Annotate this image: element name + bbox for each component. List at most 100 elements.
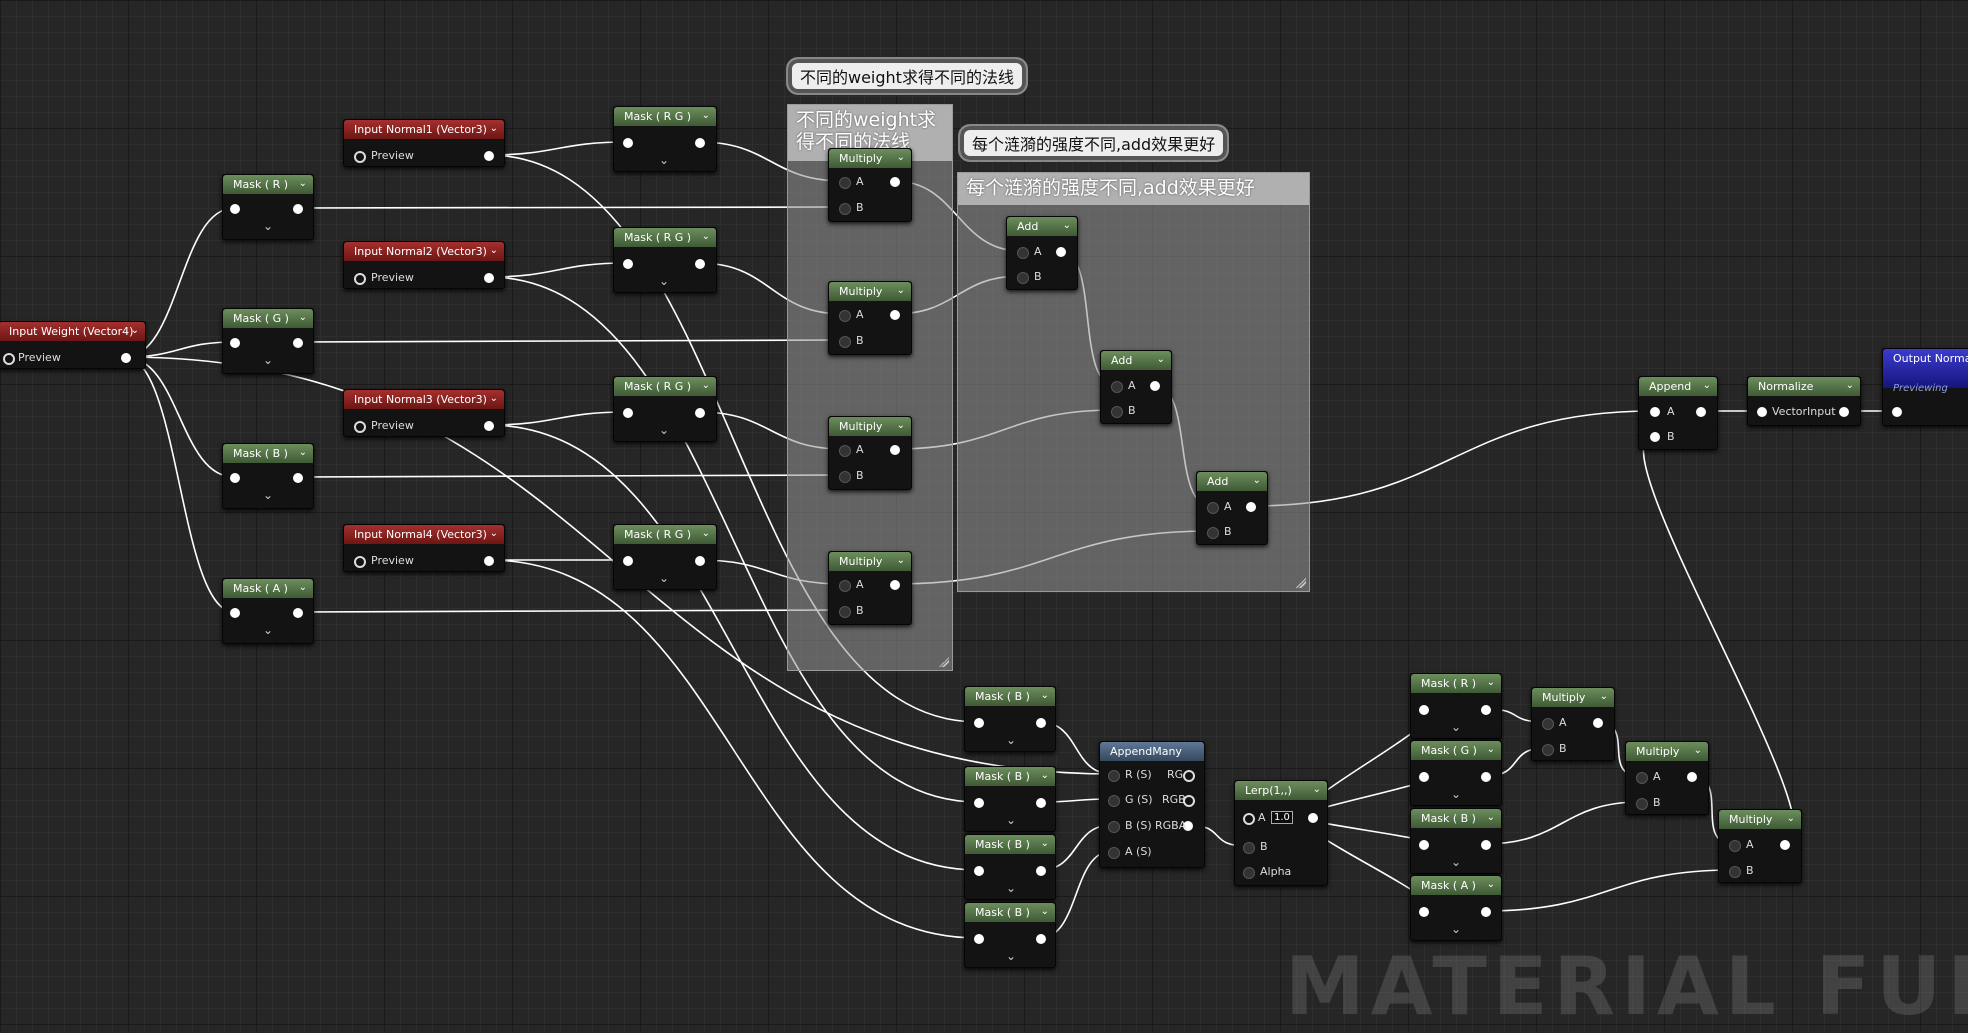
chevron-down-icon[interactable]: ⌄ <box>1845 380 1854 391</box>
output-pin[interactable] <box>623 556 633 566</box>
expand-chevron-icon[interactable]: ⌄ <box>1451 787 1462 801</box>
output-pin[interactable] <box>230 338 240 348</box>
output-pin[interactable] <box>695 259 705 269</box>
add-node-2-header[interactable]: Add⌄ <box>1197 472 1267 491</box>
input-pin[interactable] <box>1108 847 1120 859</box>
output-pin[interactable] <box>695 408 705 418</box>
chevron-down-icon[interactable]: ⌄ <box>1486 879 1495 890</box>
output-pin[interactable] <box>695 138 705 148</box>
input-pin[interactable] <box>1243 813 1255 825</box>
expand-chevron-icon[interactable]: ⌄ <box>1006 949 1017 963</box>
mask-node-rg-3[interactable]: Mask ( R G )⌄⌄ <box>613 524 717 590</box>
output-pin[interactable] <box>1308 813 1318 823</box>
mask-node-rg-1[interactable]: Mask ( R G )⌄⌄ <box>613 227 717 293</box>
output-pin[interactable] <box>1419 907 1429 917</box>
output-pin[interactable] <box>1481 772 1491 782</box>
input-pin[interactable] <box>1207 502 1219 514</box>
chevron-down-icon[interactable]: ⌄ <box>298 447 307 458</box>
output-pin[interactable] <box>1246 502 1256 512</box>
chevron-down-icon[interactable]: ⌄ <box>1156 354 1165 365</box>
mask-node-lerp-1-header[interactable]: Mask ( G )⌄ <box>1411 741 1501 760</box>
chevron-down-icon[interactable]: ⌄ <box>1252 475 1261 486</box>
chevron-down-icon[interactable]: ⌄ <box>1062 220 1071 231</box>
input-pin[interactable] <box>1542 744 1554 756</box>
chevron-down-icon[interactable]: ⌄ <box>1693 745 1702 756</box>
chevron-down-icon[interactable]: ⌄ <box>701 110 710 121</box>
output-pin[interactable] <box>695 556 705 566</box>
mask-node-weight-0-header[interactable]: Mask ( R )⌄ <box>223 175 313 194</box>
wire[interactable] <box>1484 801 1641 845</box>
output-pin[interactable] <box>293 473 303 483</box>
mask-node-rg-3-header[interactable]: Mask ( R G )⌄ <box>614 525 716 544</box>
output-pin[interactable] <box>1036 718 1046 728</box>
output-pin[interactable] <box>1839 407 1849 417</box>
chevron-down-icon[interactable]: ⌄ <box>896 152 905 163</box>
mask-node-b-3-header[interactable]: Mask ( B )⌄ <box>965 903 1055 922</box>
output-pin[interactable] <box>293 204 303 214</box>
input-pin[interactable] <box>1183 770 1195 782</box>
output-pin[interactable] <box>1481 840 1491 850</box>
output-pin[interactable] <box>1892 407 1902 417</box>
mask-node-weight-3-header[interactable]: Mask ( A )⌄ <box>223 579 313 598</box>
output-pin[interactable] <box>1150 381 1160 391</box>
chevron-down-icon[interactable]: ⌄ <box>1486 677 1495 688</box>
output-pin[interactable] <box>1183 821 1193 831</box>
chevron-down-icon[interactable]: ⌄ <box>701 231 710 242</box>
input-pin[interactable] <box>839 471 851 483</box>
multiply-node-3-header[interactable]: Multiply⌄ <box>829 552 911 571</box>
input-normal-node-2[interactable]: Input Normal3 (Vector3)⌄Preview <box>343 389 505 437</box>
chevron-down-icon[interactable]: ⌄ <box>1040 770 1049 781</box>
input-pin[interactable] <box>839 203 851 215</box>
expand-chevron-icon[interactable]: ⌄ <box>263 219 274 233</box>
mask-node-b-1[interactable]: Mask ( B )⌄⌄ <box>964 766 1056 832</box>
output-pin[interactable] <box>230 608 240 618</box>
chevron-down-icon[interactable]: ⌄ <box>130 325 139 336</box>
chevron-down-icon[interactable]: ⌄ <box>489 245 498 256</box>
chevron-down-icon[interactable]: ⌄ <box>1599 691 1608 702</box>
output-pin[interactable] <box>890 445 900 455</box>
output-pin[interactable] <box>1650 432 1660 442</box>
input-pin[interactable] <box>1243 842 1255 854</box>
chevron-down-icon[interactable]: ⌄ <box>1786 813 1795 824</box>
output-pin[interactable] <box>623 138 633 148</box>
wire[interactable] <box>124 356 235 478</box>
input-pin[interactable] <box>354 273 366 285</box>
input-pin[interactable] <box>1017 272 1029 284</box>
output-pin[interactable] <box>974 866 984 876</box>
lerp-a-value[interactable]: 1.0 <box>1271 811 1293 824</box>
mask-node-b-2[interactable]: Mask ( B )⌄⌄ <box>964 834 1056 900</box>
output-pin[interactable] <box>1687 772 1697 782</box>
chevron-down-icon[interactable]: ⌄ <box>1040 690 1049 701</box>
output-pin[interactable] <box>1419 705 1429 715</box>
chevron-down-icon[interactable]: ⌄ <box>298 312 307 323</box>
wire[interactable] <box>487 141 628 156</box>
mask-node-weight-0[interactable]: Mask ( R )⌄⌄ <box>222 174 314 240</box>
input-pin[interactable] <box>1183 795 1195 807</box>
input-pin[interactable] <box>3 353 15 365</box>
chevron-down-icon[interactable]: ⌄ <box>298 178 307 189</box>
multiply-node-bottom-0-header[interactable]: Multiply⌄ <box>1532 688 1614 707</box>
output-pin[interactable] <box>623 259 633 269</box>
mask-node-weight-2[interactable]: Mask ( B )⌄⌄ <box>222 443 314 509</box>
output-pin[interactable] <box>293 338 303 348</box>
input-pin[interactable] <box>839 580 851 592</box>
wire[interactable] <box>487 411 628 426</box>
output-pin[interactable] <box>230 473 240 483</box>
output-pin[interactable] <box>623 408 633 418</box>
chevron-down-icon[interactable]: ⌄ <box>1486 744 1495 755</box>
input-pin[interactable] <box>1636 798 1648 810</box>
multiply-node-2-header[interactable]: Multiply⌄ <box>829 417 911 436</box>
output-pin[interactable] <box>974 718 984 728</box>
expand-chevron-icon[interactable]: ⌄ <box>1006 733 1017 747</box>
expand-chevron-icon[interactable]: ⌄ <box>263 623 274 637</box>
mask-node-b-2-header[interactable]: Mask ( B )⌄ <box>965 835 1055 854</box>
output-pin[interactable] <box>1696 407 1706 417</box>
mask-node-rg-0[interactable]: Mask ( R G )⌄⌄ <box>613 106 717 172</box>
